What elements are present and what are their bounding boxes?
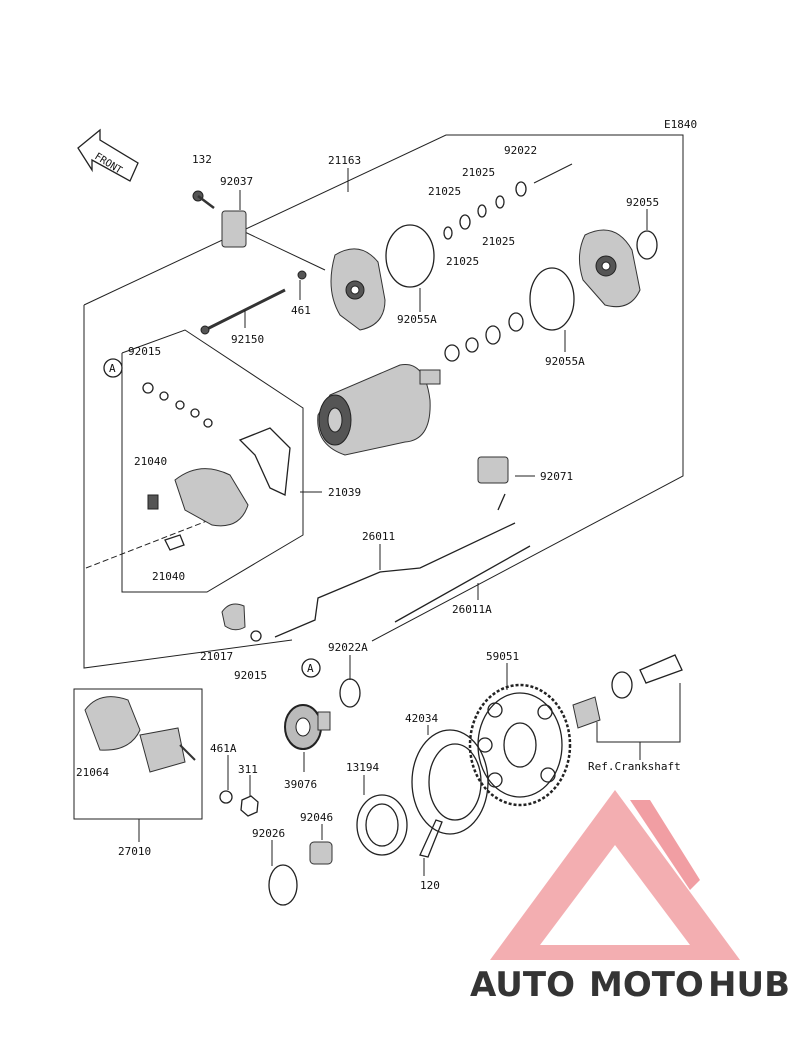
label-461a: 461A <box>210 742 237 755</box>
svg-text:A: A <box>109 362 116 375</box>
idle-gear-part <box>284 704 331 750</box>
solenoid-part <box>84 696 196 773</box>
label-92071: 92071 <box>540 470 573 483</box>
nut-311-part <box>240 795 259 817</box>
nut-461-part <box>297 270 307 280</box>
starter-clutch-gear <box>468 683 572 807</box>
front-cover-part <box>579 229 641 308</box>
logo-part-moto: MOTO <box>589 965 704 1005</box>
label-13194: 13194 <box>346 761 379 774</box>
brush-assembly-frame <box>121 329 304 593</box>
diagram-code: E1840 <box>664 118 697 131</box>
label-120: 120 <box>420 879 440 892</box>
washer-92026-part <box>268 864 298 906</box>
nut-461a-part <box>219 790 233 804</box>
starter-motor-body <box>317 363 441 456</box>
label-92015-upper: 92015 <box>128 345 161 358</box>
label-92022: 92022 <box>504 144 537 157</box>
label-92046: 92046 <box>300 811 333 824</box>
bearing-13194-part <box>356 794 408 856</box>
label-21064: 21064 <box>76 766 109 779</box>
brush-holder-parts <box>142 382 291 551</box>
label-92055a-lower: 92055A <box>545 355 585 368</box>
label-26011: 26011 <box>362 530 395 543</box>
starter-assembly-frame <box>83 305 293 669</box>
rear-cover-part <box>330 248 386 331</box>
callout-a-lower: A <box>301 658 321 678</box>
front-arrow-icon: FRONT <box>77 128 139 182</box>
leader-lines <box>138 168 648 876</box>
armature-washers <box>444 312 524 362</box>
bolt-132-part <box>192 190 215 209</box>
label-21025-d: 21025 <box>446 255 479 268</box>
needle-bearing-part <box>309 841 333 865</box>
solenoid-frame <box>73 688 203 820</box>
one-way-clutch-part <box>411 729 489 835</box>
label-ref-crankshaft: Ref.Crankshaft <box>588 760 681 773</box>
o-ring-92055a-upper <box>385 224 435 288</box>
svg-text:A: A <box>307 662 314 675</box>
label-21040-upper: 21040 <box>134 455 167 468</box>
label-92022a: 92022A <box>328 641 368 654</box>
label-21025-b: 21025 <box>428 185 461 198</box>
label-21040-lower: 21040 <box>152 570 185 583</box>
logo-part-hub: HUB <box>708 965 790 1005</box>
label-42034: 42034 <box>405 712 438 725</box>
bolt-120-part <box>419 819 443 858</box>
label-311: 311 <box>238 763 258 776</box>
starter-cables <box>274 493 531 638</box>
automotohub-logo: AUTO MOTO HUB <box>470 790 790 1005</box>
part-labels: 132 92037 21163 92022 21025 21025 21025 … <box>76 144 681 892</box>
washer-92022a-part <box>339 678 361 708</box>
crankshaft-parts <box>572 654 683 760</box>
label-92055a-upper: 92055A <box>397 313 437 326</box>
cap-21017-part <box>221 603 246 631</box>
label-21017: 21017 <box>200 650 233 663</box>
label-92015-lower: 92015 <box>234 669 267 682</box>
label-26011a: 26011A <box>452 603 492 616</box>
label-21163: 21163 <box>328 154 361 167</box>
label-21025-a: 21025 <box>462 166 495 179</box>
label-132: 132 <box>192 153 212 166</box>
callout-a-upper: A <box>103 358 123 378</box>
label-27010: 27010 <box>118 845 151 858</box>
nut-92015-part <box>250 630 262 642</box>
label-59051: 59051 <box>486 650 519 663</box>
label-461: 461 <box>291 304 311 317</box>
label-92055: 92055 <box>626 196 659 209</box>
washers-21025 <box>443 181 527 240</box>
o-ring-92055a-lower <box>529 267 575 331</box>
o-ring-92055 <box>636 230 658 260</box>
label-21039: 21039 <box>328 486 361 499</box>
label-92037: 92037 <box>220 175 253 188</box>
label-21025-c: 21025 <box>482 235 515 248</box>
label-92150: 92150 <box>231 333 264 346</box>
label-39076: 39076 <box>284 778 317 791</box>
terminal-boot-part <box>477 456 509 484</box>
label-92026: 92026 <box>252 827 285 840</box>
logo-part-auto: AUTO <box>470 965 575 1005</box>
bracket-92037-part <box>221 210 247 248</box>
